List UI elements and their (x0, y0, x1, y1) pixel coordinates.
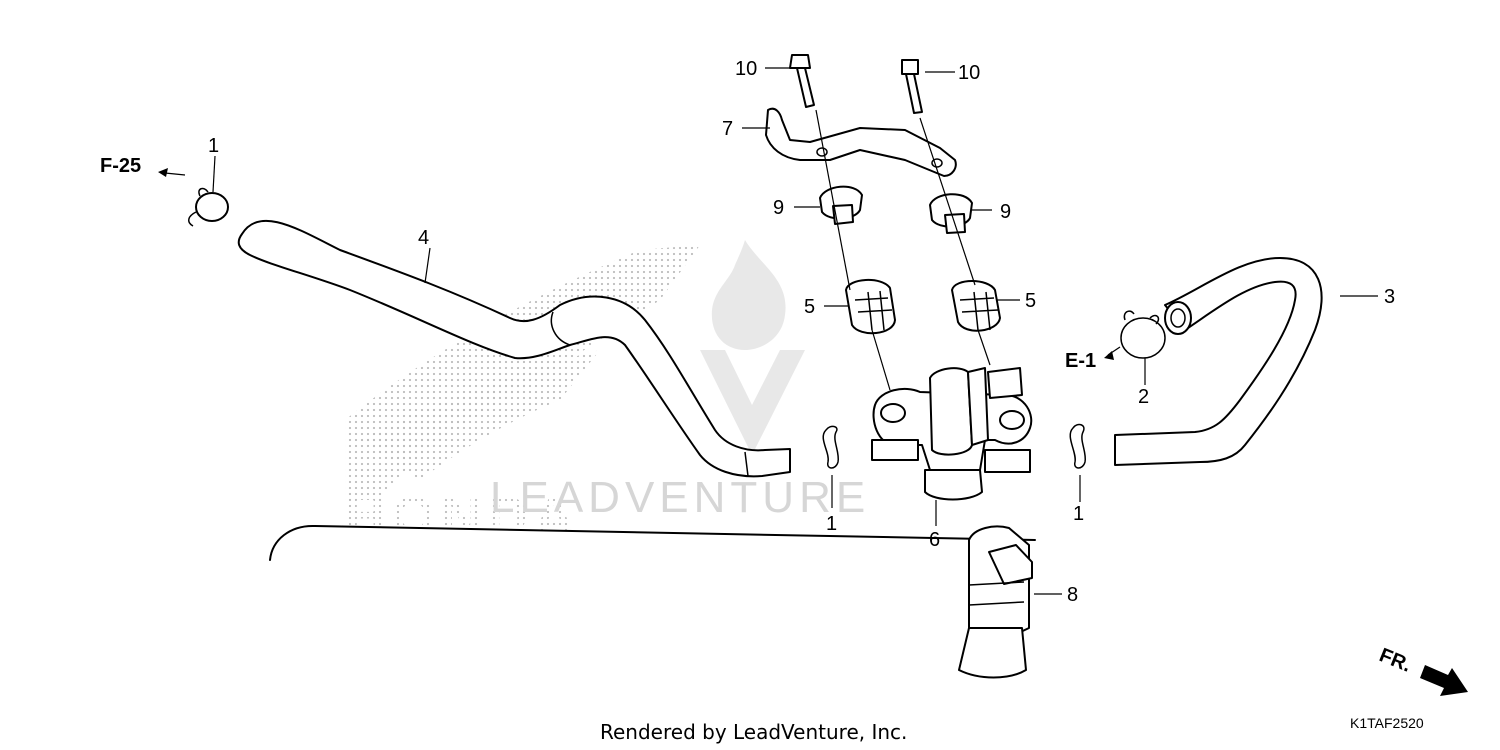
leadventure-watermark-text: LEADVENTURE (490, 473, 870, 522)
reference-e-1: E-1 (1065, 350, 1096, 372)
leadventure-logo-watermark: LEADVENTURE (490, 240, 870, 522)
hose-clamp-part-2 (1120, 310, 1166, 359)
callout-5-right: 5 (1025, 290, 1036, 312)
callout-5-left: 5 (804, 296, 815, 318)
callout-4: 4 (418, 227, 429, 249)
callout-7: 7 (722, 118, 733, 140)
bolt-part-10-right (901, 59, 923, 114)
callout-9-left: 9 (773, 197, 784, 219)
ref-arrow-e1 (1104, 351, 1114, 360)
direction-arrow-icon (1420, 665, 1468, 696)
callout-8: 8 (1067, 584, 1078, 606)
hose-part-3 (1114, 257, 1323, 466)
callout-9-right: 9 (1000, 201, 1011, 223)
callout-3: 3 (1384, 286, 1395, 308)
footer-rendered-by: Rendered by LeadVenture, Inc. (600, 720, 907, 744)
direction-label: FR. (1376, 644, 1414, 676)
bolt-part-10-left (789, 54, 815, 108)
callout-1-middle: 1 (826, 513, 837, 535)
collar-part-9-left (819, 185, 863, 225)
callout-10-right: 10 (958, 62, 980, 84)
clip-part-1-right (1069, 423, 1087, 469)
hose-part-4 (237, 219, 791, 478)
reference-f-25: F-25 (100, 155, 141, 177)
front-direction-arrow: FR. (1376, 644, 1468, 696)
hose-clamp-part-1-left (188, 187, 229, 227)
diagram-code: K1TAF2520 (1350, 715, 1424, 731)
callout-6: 6 (929, 529, 940, 551)
rubber-mount-part-5-right (951, 280, 1001, 332)
callout-2: 2 (1138, 386, 1149, 408)
clip-part-1-middle (822, 425, 840, 469)
bracket-part-7 (765, 107, 957, 177)
valve-part-6 (871, 367, 1033, 501)
callout-1-right: 1 (1073, 503, 1084, 525)
callout-10-left: 10 (735, 58, 757, 80)
cover-part-8 (269, 524, 1036, 679)
rubber-mount-part-5-left (845, 279, 896, 335)
callout-1-left: 1 (208, 135, 219, 157)
leader-lines (164, 67, 1378, 595)
ref-arrow-f25 (158, 168, 168, 177)
